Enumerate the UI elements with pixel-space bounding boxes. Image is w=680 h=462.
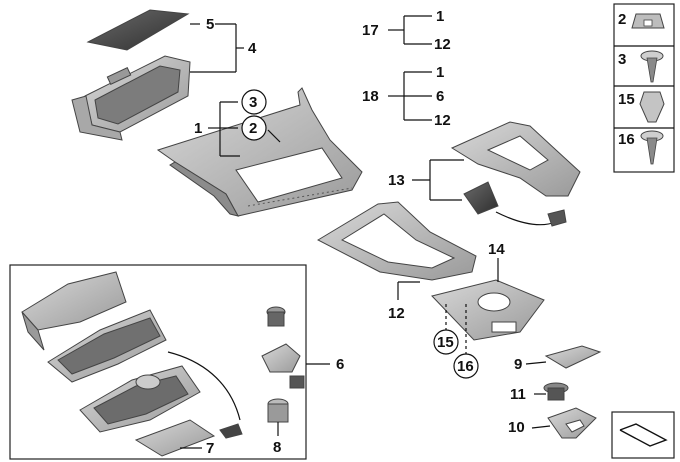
callout-18: 18 — [362, 88, 379, 105]
part-7-insert — [134, 351, 243, 457]
reference-arrow-icon — [619, 423, 668, 447]
fastener-legend: 2 3 15 16 — [613, 3, 675, 173]
callout-10: 10 — [508, 419, 525, 436]
part-1-console-trim — [156, 87, 363, 217]
callout-7: 7 — [206, 440, 214, 457]
callout-15: 15 — [437, 334, 454, 351]
armrest-lid — [21, 271, 127, 351]
callout-16: 16 — [457, 358, 474, 375]
callout-1: 1 — [194, 120, 202, 137]
callout-6: 6 — [336, 356, 344, 373]
reference-box — [611, 411, 675, 459]
part-13-gear-trim — [450, 121, 581, 227]
callout-9: 9 — [514, 356, 522, 373]
callout-17-ref-1: 1 — [436, 8, 444, 25]
callout-4: 4 — [248, 40, 257, 57]
callout-18-ref-1: 1 — [436, 64, 444, 81]
callout-labels: 5 4 1 3 2 17 1 12 18 1 6 12 13 14 12 15 … — [194, 8, 526, 457]
callout-3: 3 — [249, 94, 257, 111]
callout-circle-3 — [241, 89, 267, 115]
callout-8: 8 — [273, 439, 281, 456]
assembly-group-box — [9, 264, 307, 460]
callout-17-ref-12: 12 — [434, 36, 451, 53]
part-10-funnel — [547, 407, 597, 439]
leader-lines — [180, 15, 551, 449]
legend-label-16: 16 — [618, 131, 635, 148]
callout-14: 14 — [488, 241, 505, 258]
callout-circle-15 — [433, 329, 459, 355]
part-12-gear-surround — [316, 201, 477, 281]
legend-label-3: 3 — [618, 51, 626, 68]
part-5-mat — [86, 9, 190, 51]
socket-parts — [261, 306, 305, 423]
callout-circle-2 — [241, 115, 267, 141]
armrest-body — [47, 309, 167, 383]
callout-13: 13 — [388, 172, 405, 189]
callout-18-ref-6: 6 — [436, 88, 444, 105]
callout-12: 12 — [388, 305, 405, 322]
callout-18-ref-12: 12 — [434, 112, 451, 129]
part-11-socket — [543, 382, 569, 401]
callout-5: 5 — [206, 16, 214, 33]
legend-label-15: 15 — [618, 91, 635, 108]
callout-circle-16 — [453, 353, 479, 379]
callout-11: 11 — [510, 386, 526, 403]
part-14-plate — [431, 279, 545, 341]
legend-box — [613, 3, 675, 173]
spring-clip-icon — [639, 91, 665, 123]
console-base — [79, 365, 201, 433]
part-9-cover — [544, 345, 602, 369]
part-4-storage-tray — [71, 55, 191, 141]
callout-2: 2 — [249, 120, 257, 137]
reference-symbol — [611, 411, 675, 459]
callout-17: 17 — [362, 22, 379, 39]
legend-label-2: 2 — [618, 11, 626, 28]
